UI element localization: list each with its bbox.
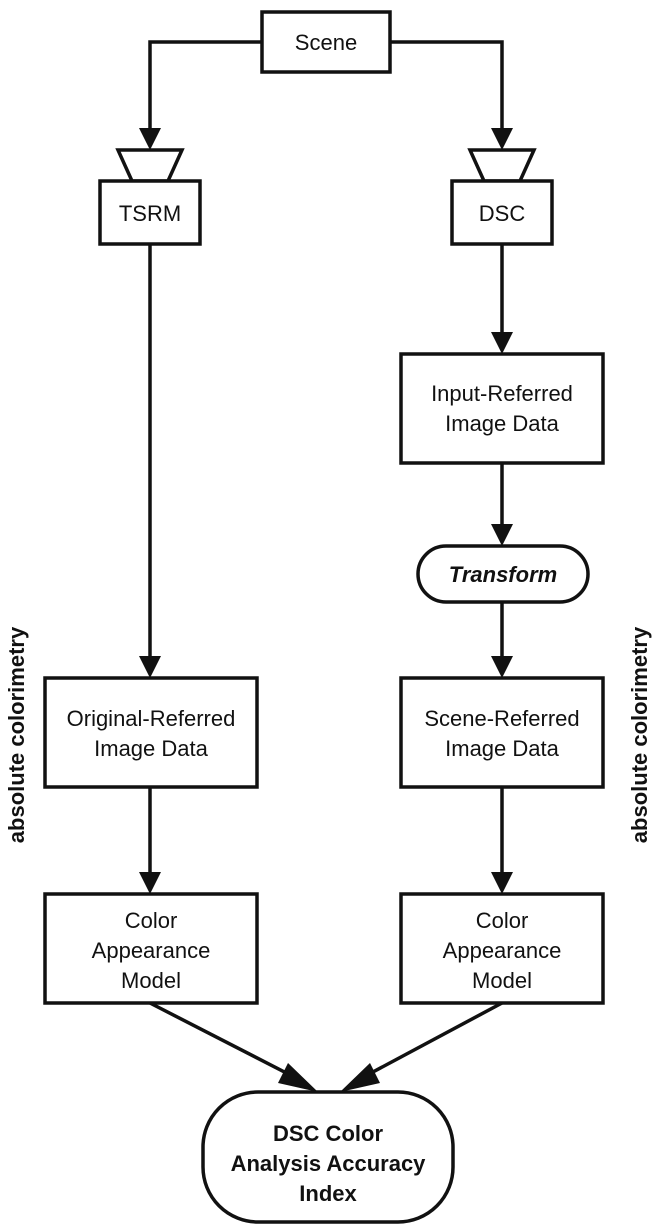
edge-scene-to-dsc	[390, 40, 504, 132]
cam-right-label-line3: Model	[472, 968, 532, 993]
node-scene: Scene	[260, 10, 392, 74]
node-accuracy-index: DSC Color Analysis Accuracy Index	[201, 1090, 455, 1224]
node-dsc: DSC	[450, 148, 554, 246]
arrowhead-index-right	[340, 1063, 380, 1092]
transform-label: Transform	[449, 562, 557, 587]
node-original-referred: Original-Referred Image Data	[43, 676, 259, 789]
arrowhead-dsc	[491, 128, 513, 150]
edge-scene-to-tsrm	[148, 40, 262, 132]
scene-label: Scene	[295, 30, 357, 55]
accuracy-index-label-line2: Analysis Accuracy	[231, 1151, 427, 1176]
original-referred-label-line1: Original-Referred	[67, 706, 236, 731]
accuracy-index-label-line1: DSC Color	[273, 1121, 383, 1146]
cam-left-label-line2: Appearance	[92, 938, 211, 963]
arrowhead-index-left	[278, 1063, 318, 1092]
dsc-lens-icon	[467, 148, 537, 183]
tsrm-lens-icon	[115, 148, 185, 183]
scene-referred-label-line1: Scene-Referred	[424, 706, 579, 731]
input-referred-label-line1: Input-Referred	[431, 381, 573, 406]
arrowhead-tsrm	[139, 128, 161, 150]
side-label-left: absolute colorimetry	[4, 626, 29, 843]
cam-right-label-line2: Appearance	[443, 938, 562, 963]
edges	[139, 40, 513, 1092]
cam-left-label-line1: Color	[125, 908, 178, 933]
scene-referred-label-line2: Image Data	[445, 736, 559, 761]
arrowhead-cam-left	[139, 872, 161, 894]
node-cam-right: Color Appearance Model	[399, 892, 605, 1005]
original-referred-label-line2: Image Data	[94, 736, 208, 761]
arrowhead-cam-right	[491, 872, 513, 894]
node-transform: Transform	[416, 544, 590, 604]
arrowhead-original-referred	[139, 656, 161, 678]
dsc-label: DSC	[479, 201, 526, 226]
edge-cam-right-to-index	[357, 1001, 503, 1082]
node-tsrm: TSRM	[98, 148, 202, 246]
edge-cam-left-to-index	[149, 1001, 301, 1082]
input-referred-label-line2: Image Data	[445, 411, 559, 436]
arrowhead-transform	[491, 524, 513, 546]
tsrm-label: TSRM	[119, 201, 181, 226]
arrowhead-scene-referred	[491, 656, 513, 678]
node-scene-referred: Scene-Referred Image Data	[399, 676, 605, 789]
accuracy-index-label-line3: Index	[299, 1181, 357, 1206]
arrowhead-input-referred	[491, 332, 513, 354]
node-cam-left: Color Appearance Model	[43, 892, 259, 1005]
side-label-right: absolute colorimetry	[627, 626, 652, 843]
node-input-referred: Input-Referred Image Data	[399, 352, 605, 465]
cam-right-label-line1: Color	[476, 908, 529, 933]
cam-left-label-line3: Model	[121, 968, 181, 993]
